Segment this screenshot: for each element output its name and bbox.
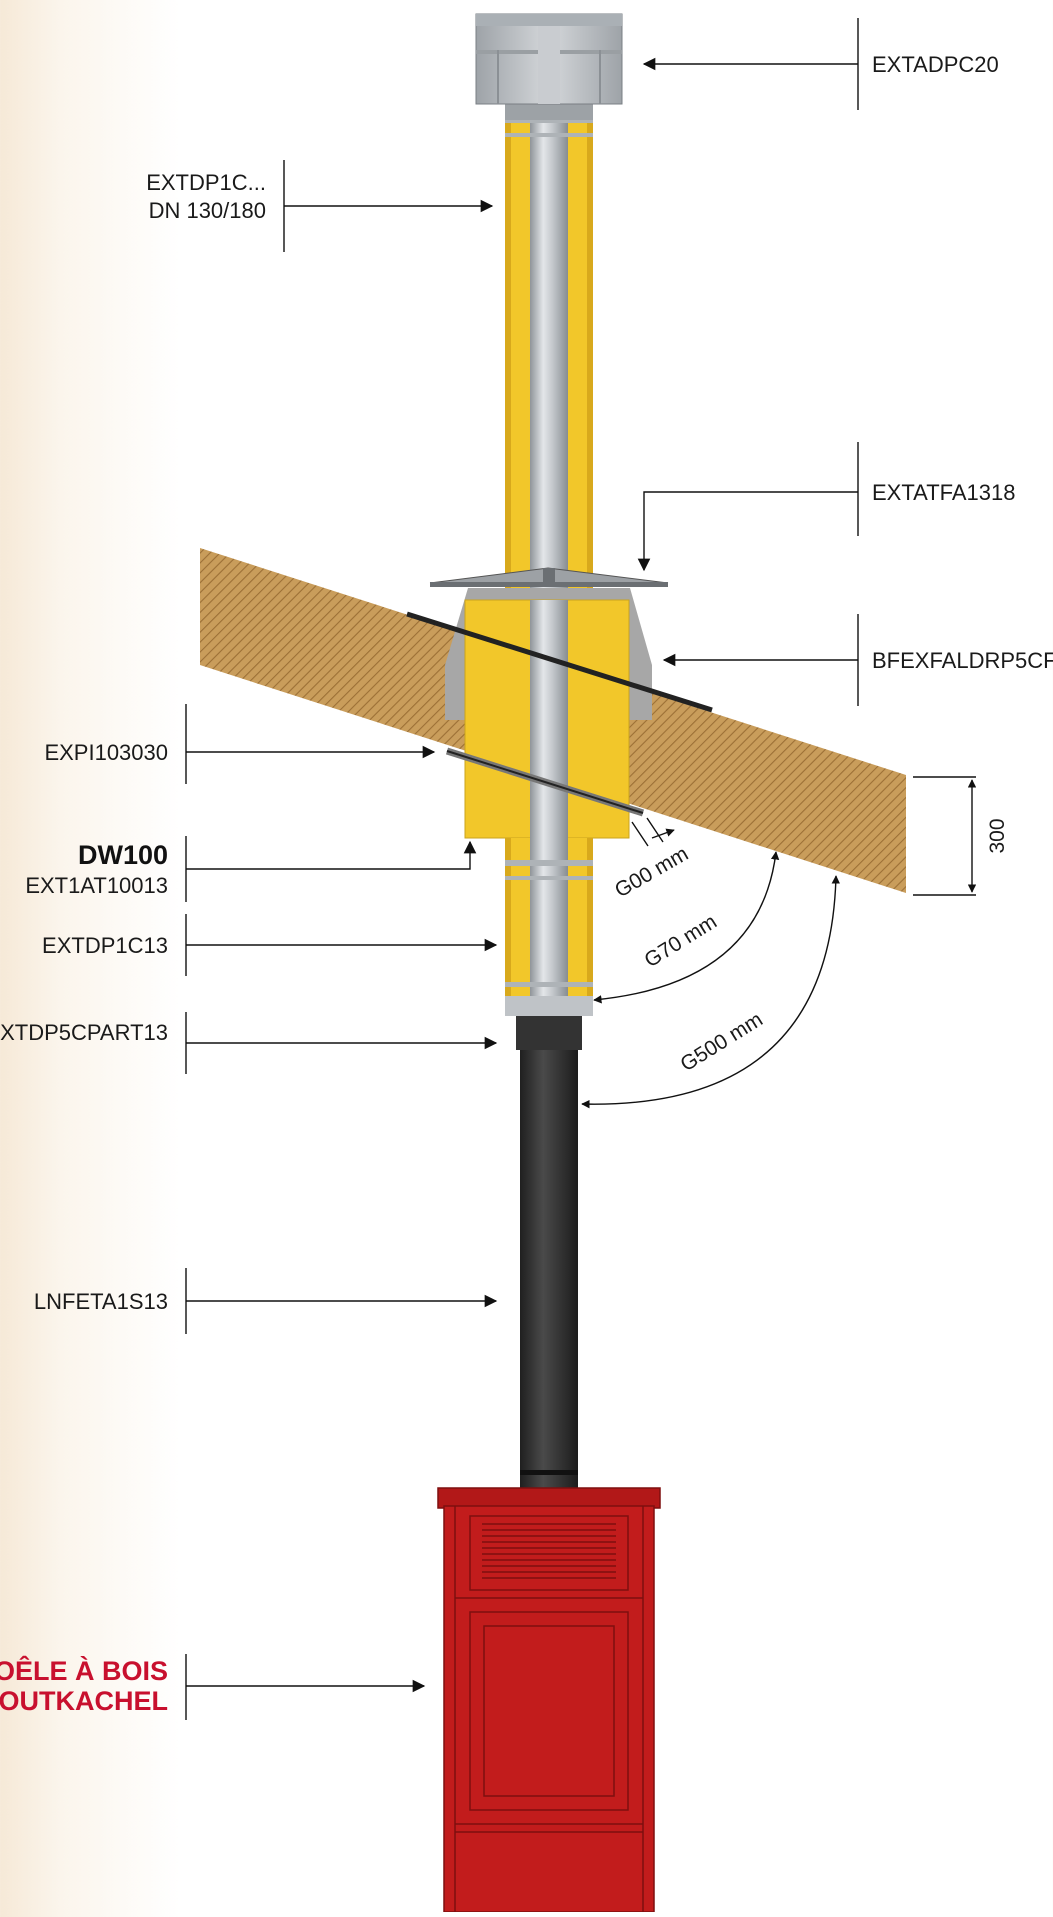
label-chimney-pipe-code: EXTDP1C... [146,170,266,195]
stove-pipe [516,1016,582,1490]
dimension-roof-thickness: 300 [986,818,1009,853]
label-roof-support: EXPI103030 [44,740,168,765]
chimney-pipe-lower [505,838,593,1016]
wood-stove [437,1487,661,1913]
label-stove-dutch: HOUTKACHEL [0,1686,168,1716]
label-roof-flashing: BFEXFALDRP5CF30 [872,648,1053,673]
rain-cap [475,13,623,120]
label-chimney-pipe-diameter: DN 130/180 [149,198,266,223]
dimension-clearance-0: G00 mm [611,842,692,902]
label-storm-collar: EXTATFA1318 [872,480,1015,505]
label-stove-pipe: LNFETA1S13 [34,1289,168,1314]
label-pipe-13: EXTDP1C13 [42,933,168,958]
flashing-plate [406,611,713,713]
chimney-pipe-upper [505,115,593,600]
label-rain-cap: EXTADPC20 [872,52,999,77]
label-stove-french: POÊLE À BOIS [0,1655,168,1686]
label-adapter: EXTDP5CPART13 [0,1020,168,1045]
label-dw-code: EXT1AT10013 [25,873,168,898]
roof-flashing [445,588,652,839]
dimension-clearance-70: G70 mm [640,910,720,972]
label-dw-title: DW100 [78,840,168,870]
storm-collar [429,567,669,587]
dimension-clearance-500: G500 mm [676,1008,766,1076]
